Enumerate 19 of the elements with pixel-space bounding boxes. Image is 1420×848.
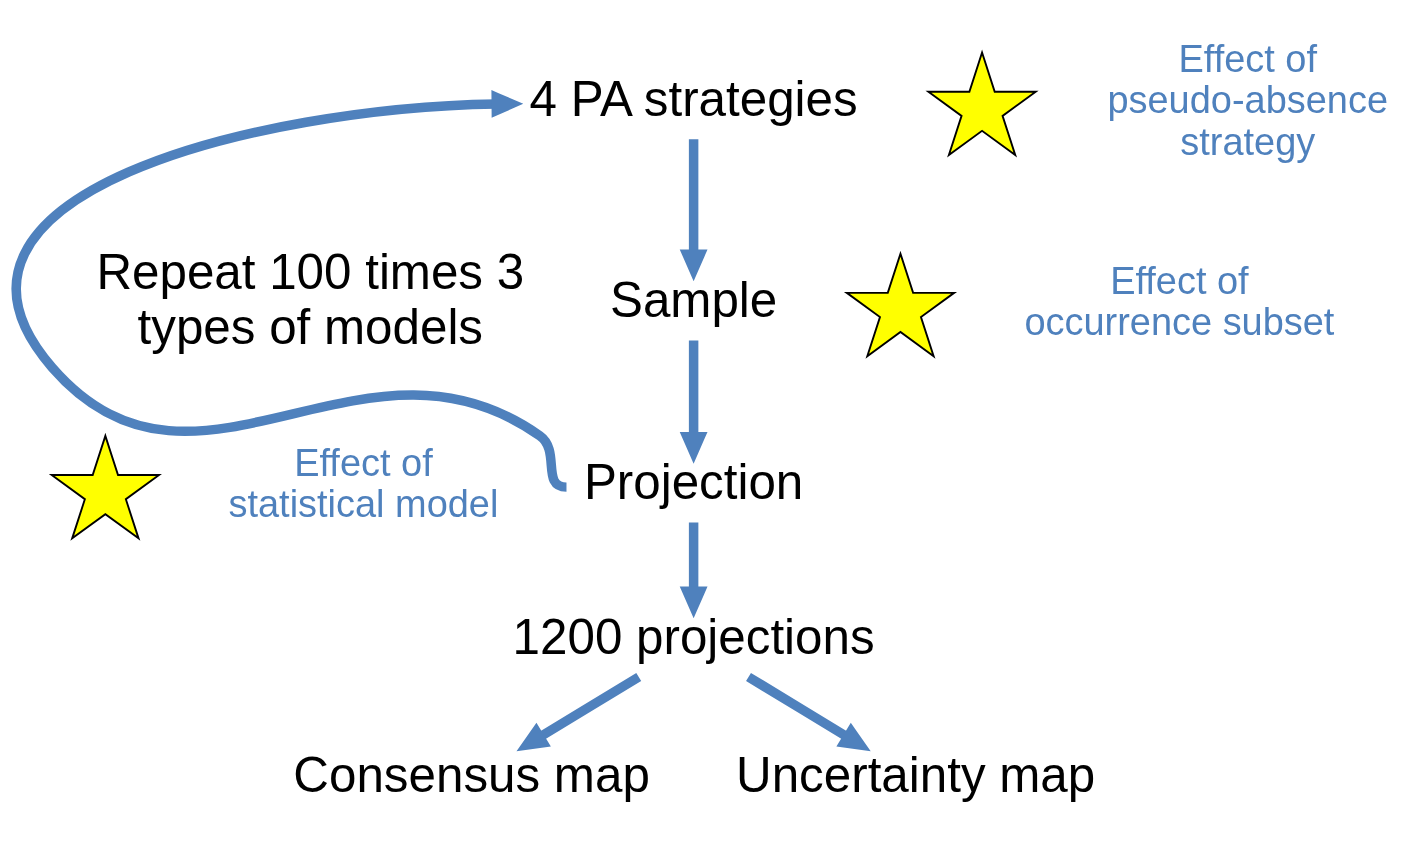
node-text: 4 PA strategies	[529, 70, 858, 126]
node-star	[48, 432, 162, 541]
node-star	[925, 49, 1039, 158]
node-star	[843, 250, 958, 359]
arrow	[679, 339, 708, 464]
node-text: Sample	[609, 271, 778, 327]
arrow	[746, 672, 871, 751]
node-label: Effect of occurrence subset	[1024, 259, 1335, 343]
arrow	[679, 138, 708, 281]
node-label: Effect of pseudo-absence strategy	[1107, 37, 1388, 163]
node-text: Projection	[583, 453, 804, 509]
node-label: Effect of statistical model	[228, 441, 499, 525]
arrow	[679, 522, 708, 618]
node-text: Consensus map	[293, 746, 650, 802]
node-text: Uncertainty map	[736, 746, 1096, 802]
label: Repeat 100 times 3 types of models	[96, 243, 525, 354]
arrow	[516, 672, 642, 751]
node-text: 1200 projections	[512, 608, 875, 664]
arrow	[12, 89, 569, 491]
